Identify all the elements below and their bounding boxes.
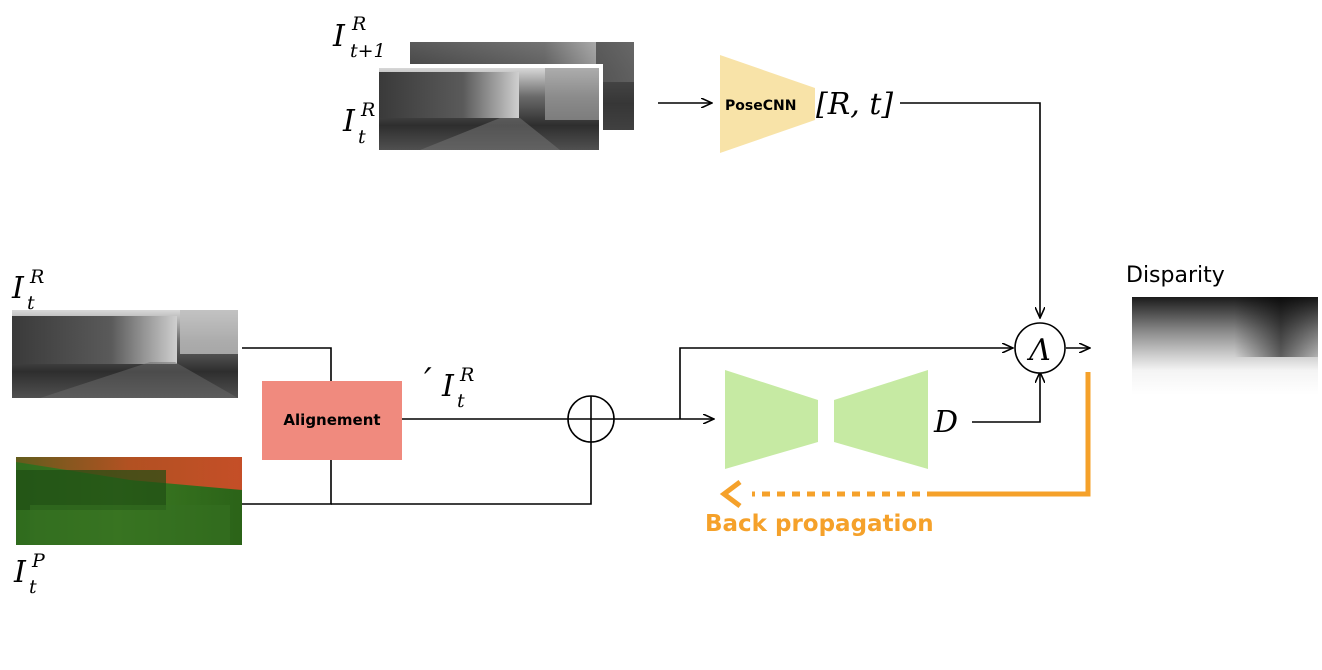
svg-text:t: t [457, 390, 465, 412]
depth-label: D [933, 405, 958, 440]
svg-text:′: ′ [424, 361, 432, 401]
warp-operator-symbol: Λ [1026, 333, 1051, 368]
svg-text:R: R [29, 266, 44, 288]
posecnn-block [720, 55, 815, 153]
svg-text:R: R [351, 13, 366, 35]
svg-text:I: I [332, 19, 346, 54]
depth-decoder [834, 370, 928, 469]
svg-text:I: I [441, 369, 455, 404]
pseudo-frame-image [16, 457, 242, 545]
svg-text:R: R [360, 99, 375, 121]
arrow-depth-to-warp [972, 372, 1040, 423]
label-frame-t-top: I R t [342, 99, 375, 148]
disparity-map [1132, 297, 1318, 395]
svg-text:t+1: t+1 [350, 40, 386, 62]
pose-output-label: [R, t] [816, 87, 893, 122]
svg-text:P: P [31, 550, 46, 572]
frame-t-image-top [375, 64, 603, 154]
label-aligned-frame: ′ I R t [424, 361, 474, 412]
arrow-branch-to-warp [679, 348, 1013, 419]
frame-t-image-left [12, 310, 238, 398]
backprop-path [719, 372, 1091, 508]
label-frame-t-left: I R t [11, 266, 44, 314]
svg-text:t: t [358, 126, 366, 148]
image-stack-top [375, 42, 634, 154]
alignment-block [262, 381, 402, 460]
arrow-pose-to-warp [900, 102, 1040, 318]
svg-text:t: t [27, 292, 35, 314]
alignment-label: Alignement [283, 411, 380, 429]
svg-text:I: I [342, 104, 356, 139]
label-pseudo-frame: I P t [13, 550, 46, 598]
line-pseudo-to-plus [331, 442, 592, 505]
line-frame-to-alignment [242, 347, 332, 381]
svg-text:I: I [11, 271, 25, 306]
svg-text:t: t [29, 576, 37, 598]
posecnn-label: PoseCNN [725, 98, 796, 114]
label-frame-t-plus-1: I R t+1 [332, 13, 386, 62]
depth-encoder [725, 370, 818, 469]
disparity-label: Disparity [1126, 263, 1225, 288]
svg-text:R: R [459, 364, 474, 386]
line-pseudo-to-alignment [242, 460, 332, 505]
backprop-label: Back propagation [705, 511, 934, 537]
warp-operator-circle [1014, 322, 1066, 374]
connections [242, 102, 1090, 505]
plus-operator [567, 395, 615, 443]
svg-text:I: I [13, 555, 27, 590]
